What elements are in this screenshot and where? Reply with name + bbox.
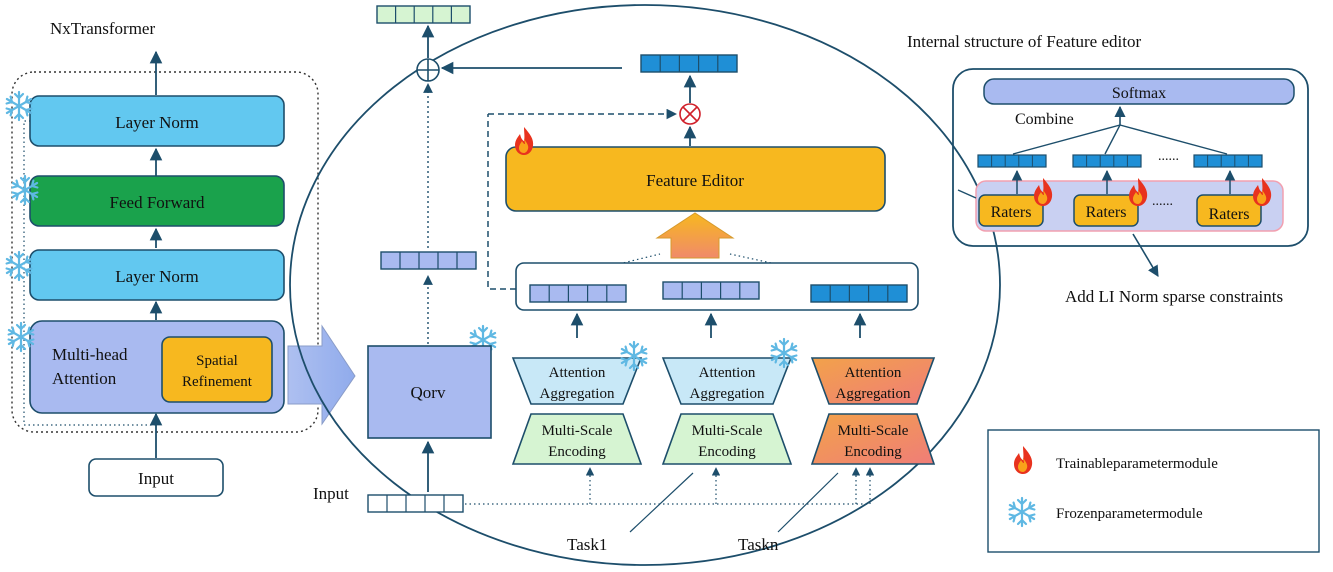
softmax-label: Softmax xyxy=(1112,85,1166,102)
attention-aggregation-n xyxy=(810,357,936,405)
att-agg-1-line2: Aggregation xyxy=(540,386,615,402)
mha-line1: Multi-head xyxy=(52,345,128,364)
transformer-title: NxTransformer xyxy=(50,19,155,38)
feature-editor-label: Feature Editor xyxy=(646,171,744,190)
rater-output-token-row xyxy=(1072,154,1142,168)
feed-forward-box xyxy=(29,175,285,227)
multiply-operator-icon xyxy=(679,103,701,125)
taskn-token-row xyxy=(810,284,908,303)
frozen-snowflake-icon xyxy=(5,90,33,122)
layer-norm-bottom-label: Layer Norm xyxy=(115,267,199,286)
layer-norm-bottom-box xyxy=(29,249,285,301)
feature-editor-structure-frame xyxy=(952,68,1309,247)
left-input-label: Input xyxy=(138,469,174,488)
big-right-arrow xyxy=(287,324,356,426)
mha-line2: Attention xyxy=(52,369,117,388)
input-token-row xyxy=(367,494,464,513)
layer-norm-top-label: Layer Norm xyxy=(115,113,199,132)
multi-scale-encoding-2 xyxy=(661,413,793,465)
att-agg-n-line2: Aggregation xyxy=(836,386,911,402)
rater-output-token-row xyxy=(1193,154,1263,168)
rater-n-label: Raters xyxy=(1209,206,1250,223)
task2-token-row xyxy=(662,281,760,300)
rater-box-1 xyxy=(978,194,1044,227)
rater-2-label: Raters xyxy=(1086,204,1127,221)
token-row-ellipsis: ...... xyxy=(1158,149,1179,164)
rater-box-2 xyxy=(1073,194,1139,227)
rater-1-label: Raters xyxy=(991,204,1032,221)
frozen-snowflake-icon xyxy=(620,340,648,372)
legend-frozen-label: Frozenparametermodule xyxy=(1056,506,1203,522)
spatial-line1: Spatial xyxy=(196,353,238,369)
task1-token-row xyxy=(529,284,627,303)
softmax-box xyxy=(983,78,1295,105)
ms-enc-1-line2: Encoding xyxy=(548,444,606,460)
constraint-label: Add LI Norm sparse constraints xyxy=(1065,287,1283,306)
feed-forward-label: Feed Forward xyxy=(110,193,205,212)
center-input-label: Input xyxy=(313,484,349,503)
att-agg-n-line1: Attention xyxy=(845,365,902,381)
output-token-row xyxy=(376,5,471,24)
ms-enc-1-line1: Multi-Scale xyxy=(542,423,613,439)
att-agg-1-line1: Attention xyxy=(549,365,606,381)
edited-feature-token-row xyxy=(640,54,738,73)
qorv-label: Qorv xyxy=(411,383,446,402)
ms-enc-2-line2: Encoding xyxy=(698,444,756,460)
left-input-box xyxy=(88,458,224,497)
frozen-snowflake-icon xyxy=(770,337,798,369)
fused-up-arrow xyxy=(655,212,735,259)
legend-box xyxy=(987,429,1320,553)
attention-aggregation-1 xyxy=(511,357,643,405)
attention-aggregation-2 xyxy=(661,357,793,405)
task1-label: Task1 xyxy=(567,535,607,554)
add-operator-icon xyxy=(416,58,440,82)
multi-scale-encoding-n xyxy=(810,413,936,465)
multi-scale-encoding-1 xyxy=(511,413,643,465)
att-agg-2-line2: Aggregation xyxy=(690,386,765,402)
spatial-refinement-box xyxy=(161,336,273,403)
center-ellipse xyxy=(289,4,1001,566)
qorv-box xyxy=(367,345,492,439)
taskn-label: Taskn xyxy=(738,535,779,554)
feature-editor-box xyxy=(505,146,886,212)
legend-trainable-label: Trainableparametermodule xyxy=(1056,456,1218,472)
ms-enc-2-line1: Multi-Scale xyxy=(692,423,763,439)
rater-output-token-row xyxy=(977,154,1047,168)
rater-box-n xyxy=(1196,194,1262,227)
raters-ellipsis: ...... xyxy=(1152,194,1173,209)
layer-norm-top-box xyxy=(29,95,285,147)
frozen-snowflake-icon xyxy=(5,250,33,282)
att-agg-2-line1: Attention xyxy=(699,365,756,381)
transformer-frame xyxy=(11,71,319,433)
combine-label: Combine xyxy=(1015,111,1074,128)
ms-enc-n-line1: Multi-Scale xyxy=(838,423,909,439)
spatial-line2: Refinement xyxy=(182,374,253,390)
ms-enc-n-line2: Encoding xyxy=(844,444,902,460)
qorv-token-row xyxy=(380,251,477,270)
feature-editor-structure-title: Internal structure of Feature editor xyxy=(907,32,1141,51)
trainable-flame-icon xyxy=(515,127,534,155)
